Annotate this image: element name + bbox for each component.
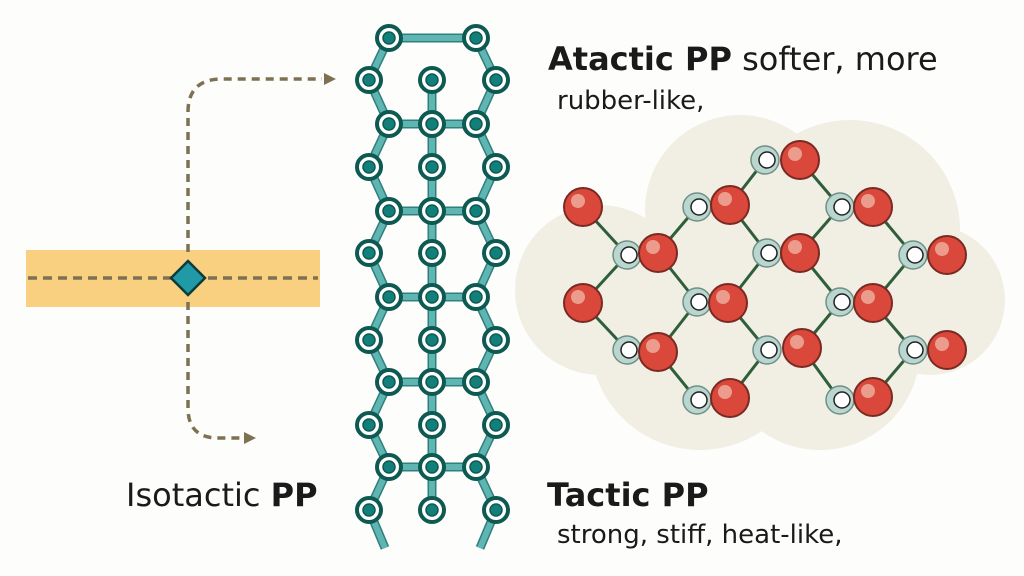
chain-node-core [382, 290, 396, 304]
atactic-label: Atactic PP softer, more [548, 40, 938, 78]
red-atom [563, 187, 603, 227]
atom-highlight [788, 147, 802, 161]
chain-node-core [425, 290, 439, 304]
chain-node-core [489, 333, 503, 347]
chain-node-core [362, 503, 376, 517]
chain-node-core [425, 418, 439, 432]
red-atom [782, 328, 822, 368]
atom-highlight [571, 194, 585, 208]
red-atom [853, 187, 893, 227]
ring-atom-core [833, 293, 851, 311]
red-atom [853, 283, 893, 323]
chain-node-core [469, 375, 483, 389]
chain-node-core [425, 73, 439, 87]
chain-node-core [489, 160, 503, 174]
dashed-arrow-up [186, 77, 322, 252]
ring-atom-core [690, 293, 708, 311]
ring-atom-core [760, 341, 778, 359]
tactic-label: Tactic PP [547, 476, 709, 514]
red-atom [780, 233, 820, 273]
chain-node-core [469, 290, 483, 304]
chain-node-core [425, 204, 439, 218]
ring-atom-core [690, 198, 708, 216]
tactic-title: Tactic PP [547, 476, 709, 514]
atactic-title: Atactic PP [548, 40, 732, 78]
arrowhead-icon [244, 432, 256, 444]
atom-highlight [935, 242, 949, 256]
red-atom [563, 283, 603, 323]
red-atom [853, 377, 893, 417]
atom-highlight [861, 290, 875, 304]
isotactic-label: Isotactic PP [126, 476, 318, 514]
chain-node-core [425, 375, 439, 389]
chain-node-core [382, 204, 396, 218]
isotactic-prefix: Isotactic [126, 476, 261, 514]
chain-node-core [425, 117, 439, 131]
chain-node-core [489, 246, 503, 260]
red-atom [927, 330, 967, 370]
atom-highlight [788, 240, 802, 254]
red-atom [710, 378, 750, 418]
chain-node-core [469, 460, 483, 474]
atom-highlight [718, 192, 732, 206]
red-atom [708, 283, 748, 323]
isotactic-pp: PP [270, 476, 318, 514]
atom-highlight [718, 385, 732, 399]
atom-highlight [716, 290, 730, 304]
chain-node-core [362, 73, 376, 87]
ring-atom-core [906, 246, 924, 264]
atom-highlight [861, 194, 875, 208]
chain-node-core [382, 460, 396, 474]
atom-highlight [571, 290, 585, 304]
chain-node-core [469, 117, 483, 131]
chain-node-core [425, 503, 439, 517]
atactic-description: softer, more [742, 40, 938, 78]
ring-atom-core [760, 244, 778, 262]
chain-node-core [382, 117, 396, 131]
atom-highlight [861, 384, 875, 398]
red-atom [780, 140, 820, 180]
arrowhead-icon [324, 73, 336, 85]
chain-node-core [425, 246, 439, 260]
chain-node-core [362, 246, 376, 260]
chain-node-core [425, 460, 439, 474]
chain-node-core [362, 418, 376, 432]
chain-node-core [382, 375, 396, 389]
ring-atom-core [906, 341, 924, 359]
chain-node-core [425, 333, 439, 347]
diamond-marker [169, 259, 207, 297]
tactic-description: strong, stiff, heat-like, [557, 520, 843, 550]
chain-node-core [469, 204, 483, 218]
chain-node-core [489, 503, 503, 517]
chain-node-core [469, 31, 483, 45]
red-atom [710, 185, 750, 225]
cloud-blob [855, 225, 1005, 375]
chain-node-core [425, 160, 439, 174]
red-atom [927, 235, 967, 275]
chain-node-core [382, 31, 396, 45]
ring-atom-core [833, 198, 851, 216]
red-atom [638, 332, 678, 372]
atom-highlight [646, 339, 660, 353]
atom-highlight [935, 337, 949, 351]
atom-highlight [790, 335, 804, 349]
atactic-description-line2: rubber-like, [557, 86, 705, 116]
ring-atom-core [690, 391, 708, 409]
ring-atom-core [620, 246, 638, 264]
chain-node-core [489, 418, 503, 432]
red-atom [638, 233, 678, 273]
ring-atom-core [833, 391, 851, 409]
dashed-arrow-down [186, 302, 244, 440]
chain-node-core [362, 160, 376, 174]
atom-highlight [646, 240, 660, 254]
ring-atom-core [620, 341, 638, 359]
chain-node-core [489, 73, 503, 87]
chain-node-core [362, 333, 376, 347]
ring-atom-core [758, 151, 776, 169]
